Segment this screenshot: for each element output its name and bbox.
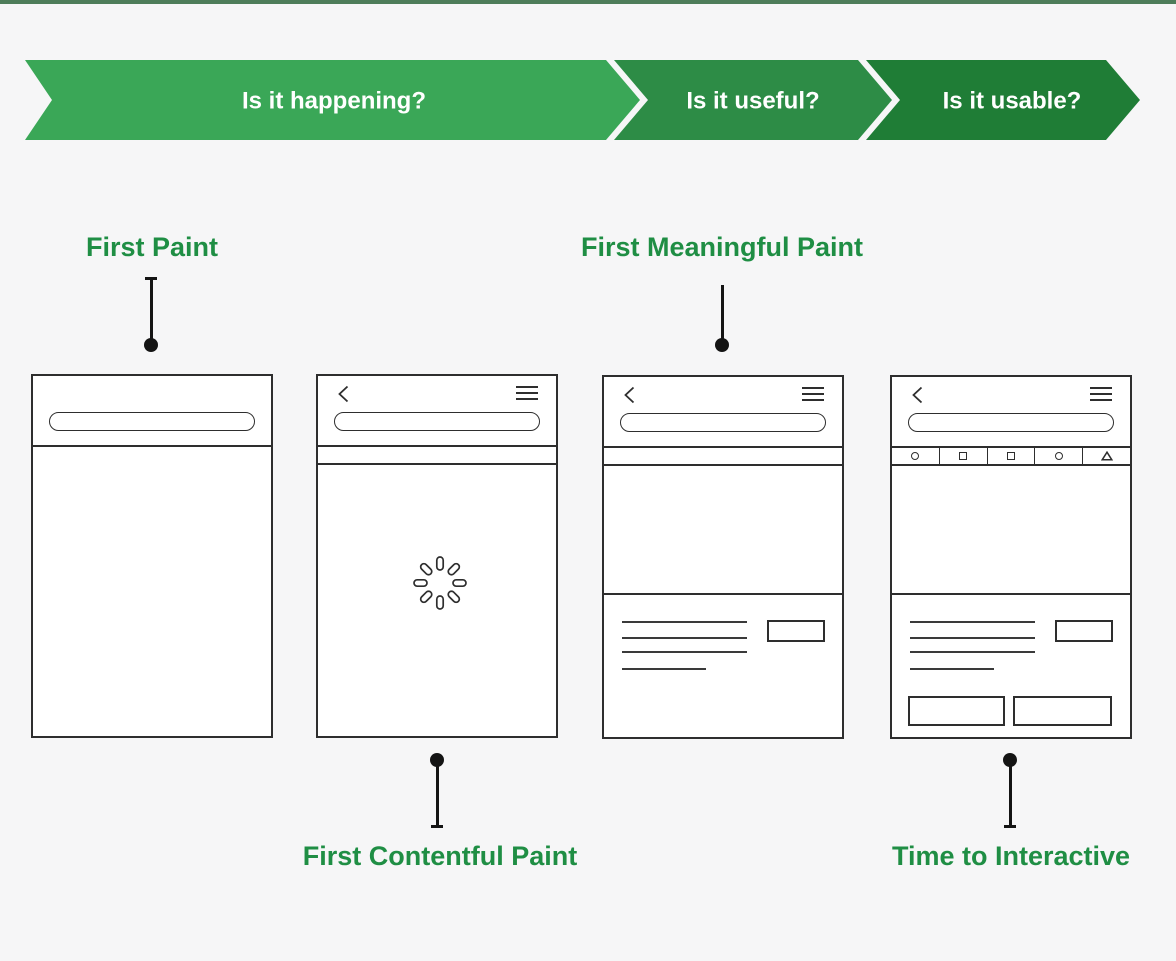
stage-label-is-it-useful: Is it useful? <box>686 88 819 115</box>
url-bar <box>908 413 1114 432</box>
toolbar-cell <box>892 448 940 464</box>
phone-frame-first-contentful-paint <box>316 374 558 738</box>
label-time-to-interactive: Time to Interactive <box>891 841 1131 871</box>
back-icon <box>338 385 349 403</box>
text-line <box>910 621 1035 623</box>
phone-frame-time-to-interactive <box>890 375 1132 739</box>
back-icon <box>624 386 635 404</box>
toolbar-divider <box>318 463 556 465</box>
circle-icon <box>911 452 920 460</box>
menu-icon <box>1090 387 1112 401</box>
stage-label-is-it-happening: Is it happening? <box>242 88 426 115</box>
cta-button-placeholder <box>767 620 825 642</box>
text-line <box>910 651 1035 653</box>
stage-arrow-is-it-useful: Is it useful? <box>614 60 892 140</box>
label-first-meaningful-paint: First Meaningful Paint <box>580 232 864 262</box>
bottom-button-placeholder <box>908 696 1005 726</box>
phone-frame-first-meaningful-paint <box>602 375 844 739</box>
cta-button-placeholder <box>1055 620 1113 642</box>
text-line <box>622 637 747 639</box>
stage-label-is-it-usable: Is it usable? <box>943 88 1082 115</box>
text-line <box>910 637 1035 639</box>
phone-frame-first-paint <box>31 374 273 738</box>
header-divider <box>604 446 842 448</box>
triangle-icon <box>1100 451 1113 461</box>
hero-divider <box>604 593 842 595</box>
text-line <box>622 621 747 623</box>
url-bar <box>49 412 255 431</box>
stage-banner: Is it happening? Is it useful? Is it usa… <box>25 60 1140 140</box>
toolbar-cell <box>940 448 988 464</box>
url-bar <box>620 413 826 432</box>
url-bar <box>334 412 540 431</box>
header-divider <box>33 445 271 447</box>
menu-icon <box>802 387 824 401</box>
stage-arrow-is-it-usable: Is it usable? <box>866 60 1140 140</box>
toolbar-cell <box>1035 448 1084 464</box>
toolbar-cell <box>1083 448 1130 464</box>
header-divider <box>892 446 1130 448</box>
label-first-contentful-paint: First Contentful Paint <box>302 841 578 871</box>
top-edge-strip <box>0 0 1176 4</box>
text-line <box>622 668 706 670</box>
toolbar-cell <box>988 448 1036 464</box>
toolbar-divider <box>892 464 1130 466</box>
text-line <box>622 651 747 653</box>
stage-arrow-is-it-happening: Is it happening? <box>25 60 640 140</box>
circle-icon <box>1054 452 1063 460</box>
bottom-button-placeholder <box>1013 696 1112 726</box>
hero-divider <box>892 593 1130 595</box>
text-line <box>910 668 994 670</box>
back-icon <box>912 386 923 404</box>
action-toolbar <box>892 448 1130 464</box>
square-icon <box>959 452 968 460</box>
header-divider <box>318 445 556 447</box>
square-icon <box>1006 452 1015 460</box>
label-first-paint: First Paint <box>85 232 219 262</box>
menu-icon <box>516 386 538 400</box>
toolbar-divider <box>604 464 842 466</box>
spinner-icon <box>413 556 467 610</box>
